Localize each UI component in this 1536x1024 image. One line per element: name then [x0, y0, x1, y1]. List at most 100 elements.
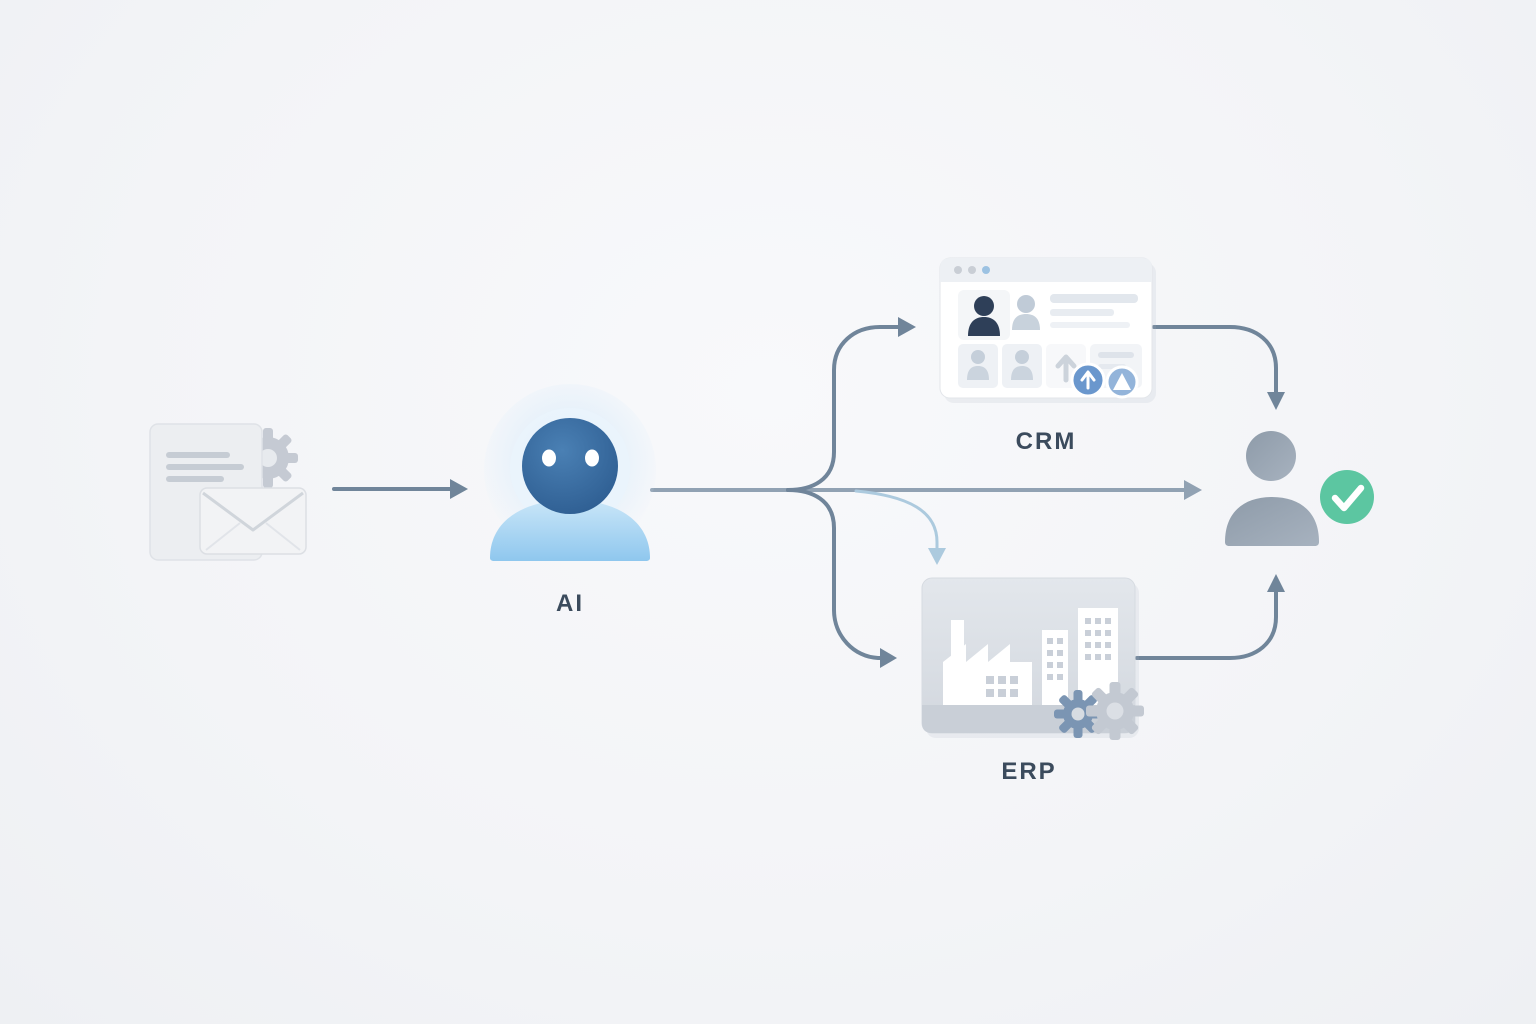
contact-avatar-body	[968, 317, 1000, 336]
arrowhead	[1267, 574, 1285, 592]
upload-arrow-icon	[1055, 354, 1077, 383]
window	[1057, 662, 1063, 668]
arrowhead	[450, 479, 468, 499]
mini-avatar-head	[1015, 350, 1029, 364]
window	[1105, 618, 1111, 624]
tower-building	[1042, 630, 1068, 705]
window	[1010, 676, 1018, 684]
text-line	[166, 476, 224, 482]
arrow-line	[854, 489, 939, 550]
arrow-ai-to-user	[650, 480, 1202, 500]
arrowhead	[898, 317, 916, 337]
input-documents-group	[149, 423, 307, 561]
ai-eye-left	[542, 449, 556, 467]
window	[1085, 618, 1091, 624]
mini-avatar-head	[971, 350, 985, 364]
arrow-branch-to-erp-light	[854, 489, 946, 565]
window	[1057, 674, 1063, 680]
tower-windows	[1047, 638, 1063, 680]
text-line	[166, 452, 230, 458]
factory-windows	[986, 676, 1018, 697]
crm-node: CRM	[939, 257, 1156, 455]
arrowhead	[928, 548, 946, 565]
window	[1047, 650, 1053, 656]
check-mark	[1331, 484, 1365, 512]
secondary-avatar-head	[1017, 295, 1035, 313]
arrow-erp-to-user	[1135, 574, 1285, 660]
window	[1085, 642, 1091, 648]
mini-avatar-body	[967, 366, 989, 380]
envelope-body	[199, 487, 307, 555]
window	[1105, 642, 1111, 648]
user-icon	[1225, 431, 1319, 546]
ai-label: AI	[556, 590, 584, 617]
secondary-avatar-body	[1012, 314, 1040, 330]
envelope-flap	[202, 491, 304, 532]
arrowhead	[1267, 392, 1285, 410]
arrowhead	[880, 648, 897, 668]
text-bar	[1050, 309, 1114, 316]
arrow-line	[1152, 325, 1278, 394]
window	[998, 676, 1006, 684]
ai-body	[490, 500, 650, 561]
arrow-line	[786, 488, 882, 660]
triangle-glyph	[1113, 373, 1131, 390]
flow-arrows	[332, 317, 1285, 668]
window	[1047, 662, 1053, 668]
window	[1105, 654, 1111, 660]
ai-eye-right	[585, 449, 599, 467]
factory-building	[943, 644, 1032, 705]
ai-robot-node: AI	[484, 384, 656, 617]
gear-hole	[1071, 707, 1085, 721]
window	[1010, 689, 1018, 697]
envelope-fold-lines	[205, 522, 301, 551]
erp-factory-icon	[921, 577, 1144, 740]
arrow-ai-to-crm	[786, 317, 916, 492]
envelope-icon	[199, 487, 307, 555]
user-approval-node	[1225, 431, 1374, 546]
gear-hole	[1106, 702, 1124, 720]
window	[1085, 654, 1091, 660]
arrow-line	[786, 325, 900, 492]
ai-robot-icon	[490, 418, 650, 561]
window	[1095, 618, 1101, 624]
window	[1095, 642, 1101, 648]
crm-window-icon	[939, 257, 1153, 399]
user-body	[1225, 497, 1319, 546]
ai-head	[522, 418, 618, 514]
window	[1057, 650, 1063, 656]
window-dot-accent	[982, 266, 990, 274]
arrowhead	[1184, 480, 1202, 500]
contact-avatar-head	[974, 296, 994, 316]
window	[1057, 638, 1063, 644]
arrow-ai-to-erp	[786, 488, 897, 668]
up-arrow-glyph	[1080, 370, 1096, 390]
window-dot	[968, 266, 976, 274]
tower-windows	[1085, 618, 1111, 660]
erp-node: ERP	[921, 577, 1144, 785]
crm-titlebar	[940, 258, 1152, 282]
arrow-input-to-ai	[332, 479, 468, 499]
gear-hole	[259, 449, 277, 467]
window	[1095, 630, 1101, 636]
window	[1047, 674, 1053, 680]
text-line	[166, 464, 244, 470]
window	[986, 676, 994, 684]
window-dot	[954, 266, 962, 274]
mini-avatar-body	[1011, 366, 1033, 380]
text-bar	[1050, 322, 1130, 328]
window	[1095, 654, 1101, 660]
user-head	[1246, 431, 1296, 481]
check-circle	[1320, 470, 1374, 524]
check-circle-icon	[1320, 470, 1374, 524]
crm-label: CRM	[1016, 428, 1077, 455]
window	[1085, 630, 1091, 636]
arrow-line	[1135, 590, 1278, 660]
arrow-crm-to-user	[1152, 325, 1285, 410]
window	[1105, 630, 1111, 636]
erp-label: ERP	[1001, 758, 1056, 785]
window	[986, 689, 994, 697]
window	[998, 689, 1006, 697]
